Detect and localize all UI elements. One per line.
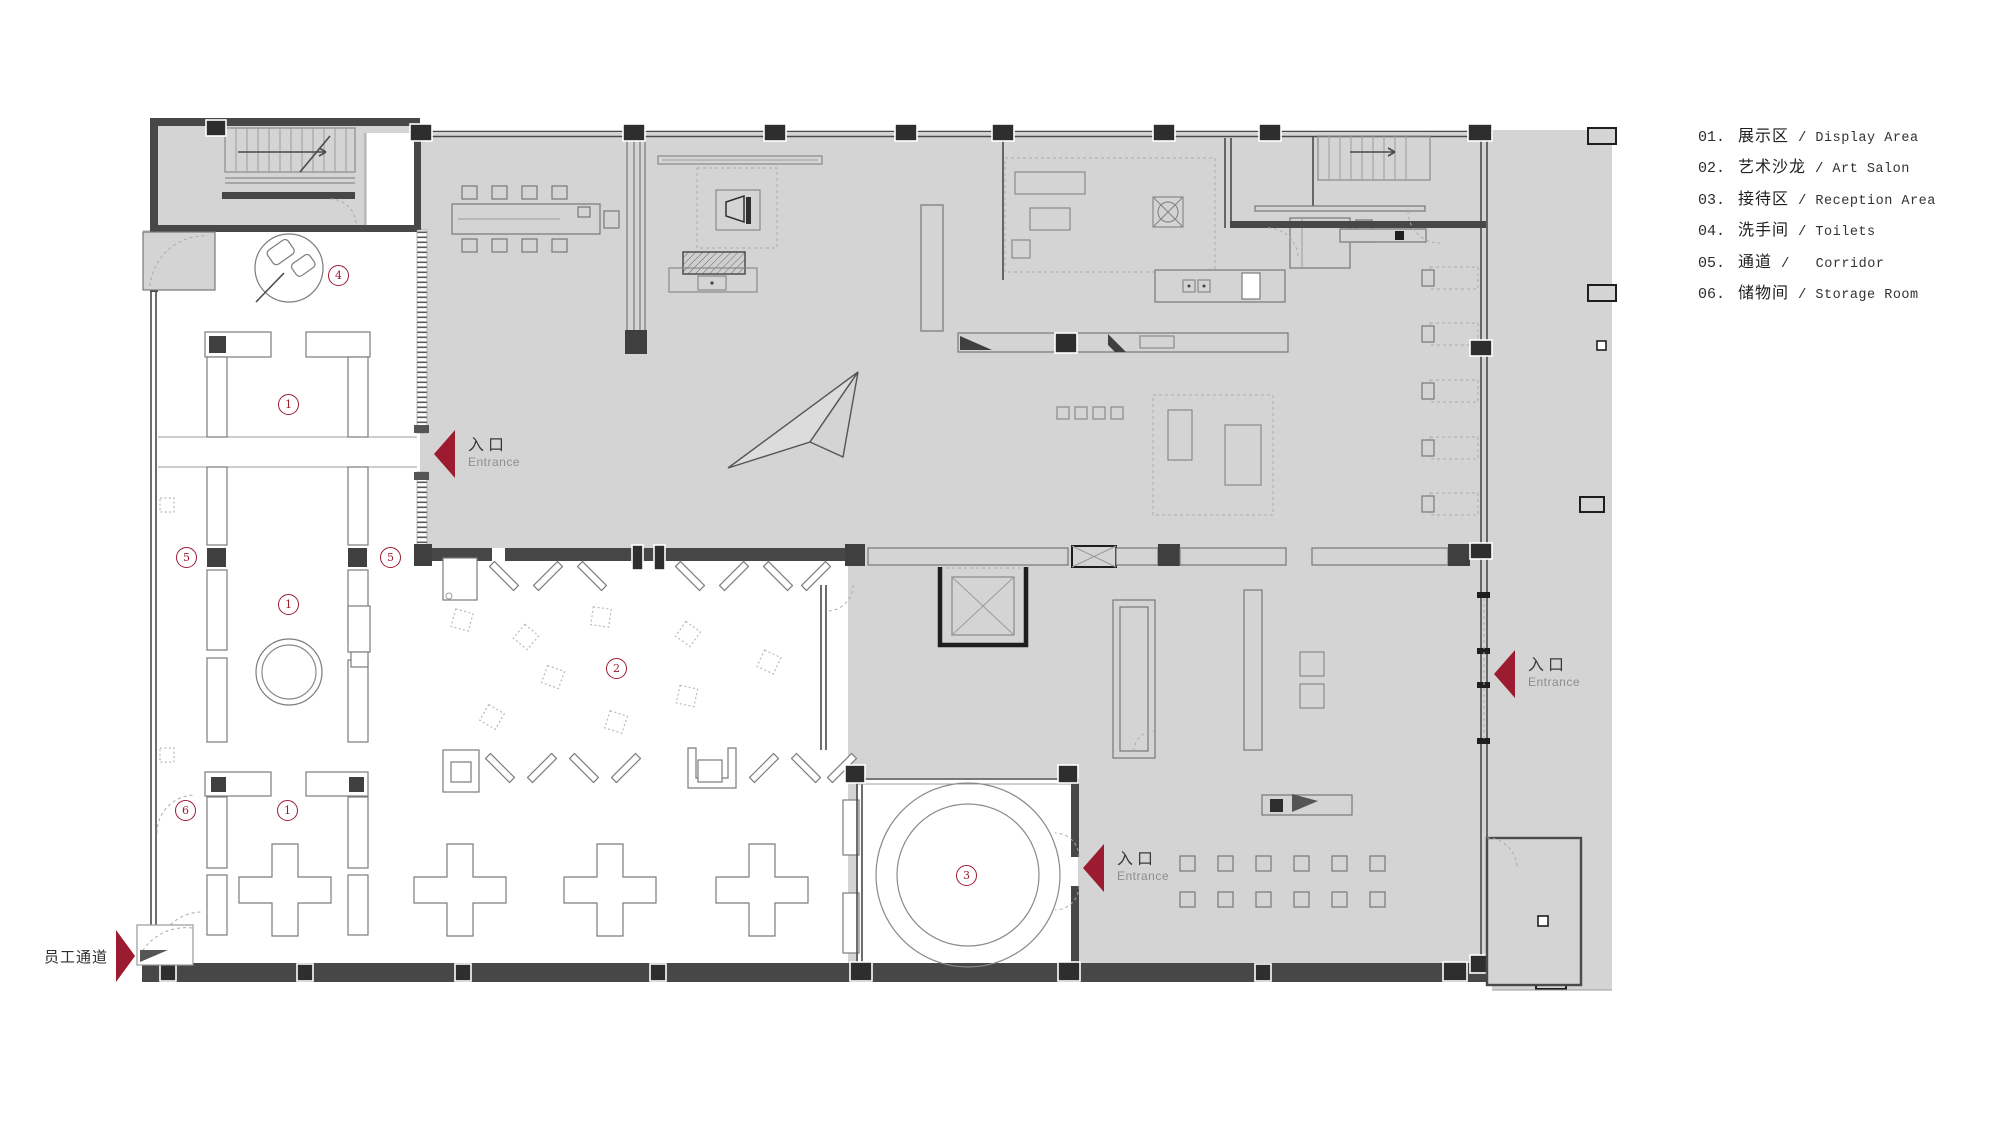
entrance-label-zh: 入口 [468, 437, 509, 454]
room-marker-reception: 3 [956, 865, 977, 886]
room-marker-corridor-1: 5 [176, 547, 197, 568]
display-area-furniture [451, 137, 1373, 516]
entrance-label-zh: 入口 [1117, 851, 1158, 868]
staff-corridor-label: 员工通道 [44, 948, 109, 966]
entrance-label-zh: 入口 [1528, 657, 1569, 674]
legend-item-art-salon: 02.艺术沙龙/Art Salon [1698, 159, 1910, 178]
legend-item-storage: 06.储物间/Storage Room [1698, 284, 1919, 303]
legend-item-toilets: 04.洗手间/Toilets [1698, 222, 1876, 241]
room-marker-corridor-2: 5 [380, 547, 401, 568]
hatched-wall [414, 229, 429, 551]
legend: 01.展示区/Display Area 02.艺术沙龙/Art Salon 03… [1698, 122, 1936, 310]
cross-display-fixtures [238, 799, 860, 954]
entrance-arrow-icon [1494, 650, 1515, 698]
left-display-wing [156, 331, 417, 958]
entrance-label-en: Entrance [1528, 675, 1581, 690]
perimeter-walls [142, 130, 1492, 982]
room-marker-storage: 6 [175, 800, 196, 821]
art-salon [427, 544, 858, 793]
pedestal-grid [1179, 855, 1386, 908]
entrance-arrow-icon [1083, 844, 1104, 892]
entrance-marker-east: 入口 Entrance [1494, 650, 1580, 698]
stair-top-right [1230, 135, 1486, 259]
entrance-label-en: Entrance [468, 455, 521, 470]
room-marker-display-3: 1 [277, 800, 298, 821]
salon-dotted-squares [450, 606, 782, 735]
staff-door [136, 924, 194, 966]
legend-item-corridor: 05.通道/ Corridor [1698, 253, 1885, 272]
salon-diagonal-bars-bottom [484, 752, 858, 784]
exterior-right [1485, 127, 1617, 991]
entrance-marker-west: 入口 Entrance [434, 430, 520, 478]
mid-right-cases [1112, 266, 1479, 816]
entrance-marker-south: 入口 Entrance [1083, 844, 1169, 892]
mid-wall-band [414, 544, 1470, 648]
staff-arrow-icon [116, 930, 136, 982]
legend-item-reception: 03.接待区/Reception Area [1698, 190, 1936, 209]
stair-top-left [142, 118, 421, 303]
room-marker-art-salon: 2 [606, 658, 627, 679]
room-marker-toilets: 4 [328, 265, 349, 286]
legend-item-display-area: 01.展示区/Display Area [1698, 128, 1919, 146]
room-marker-display-2: 1 [278, 594, 299, 615]
entrance-label-en: Entrance [1117, 869, 1170, 884]
room-marker-display-1: 1 [278, 394, 299, 415]
reception-room [844, 764, 1080, 970]
entrance-arrow-icon [434, 430, 455, 478]
staff-corridor-marker: 员工通道 [44, 930, 136, 982]
